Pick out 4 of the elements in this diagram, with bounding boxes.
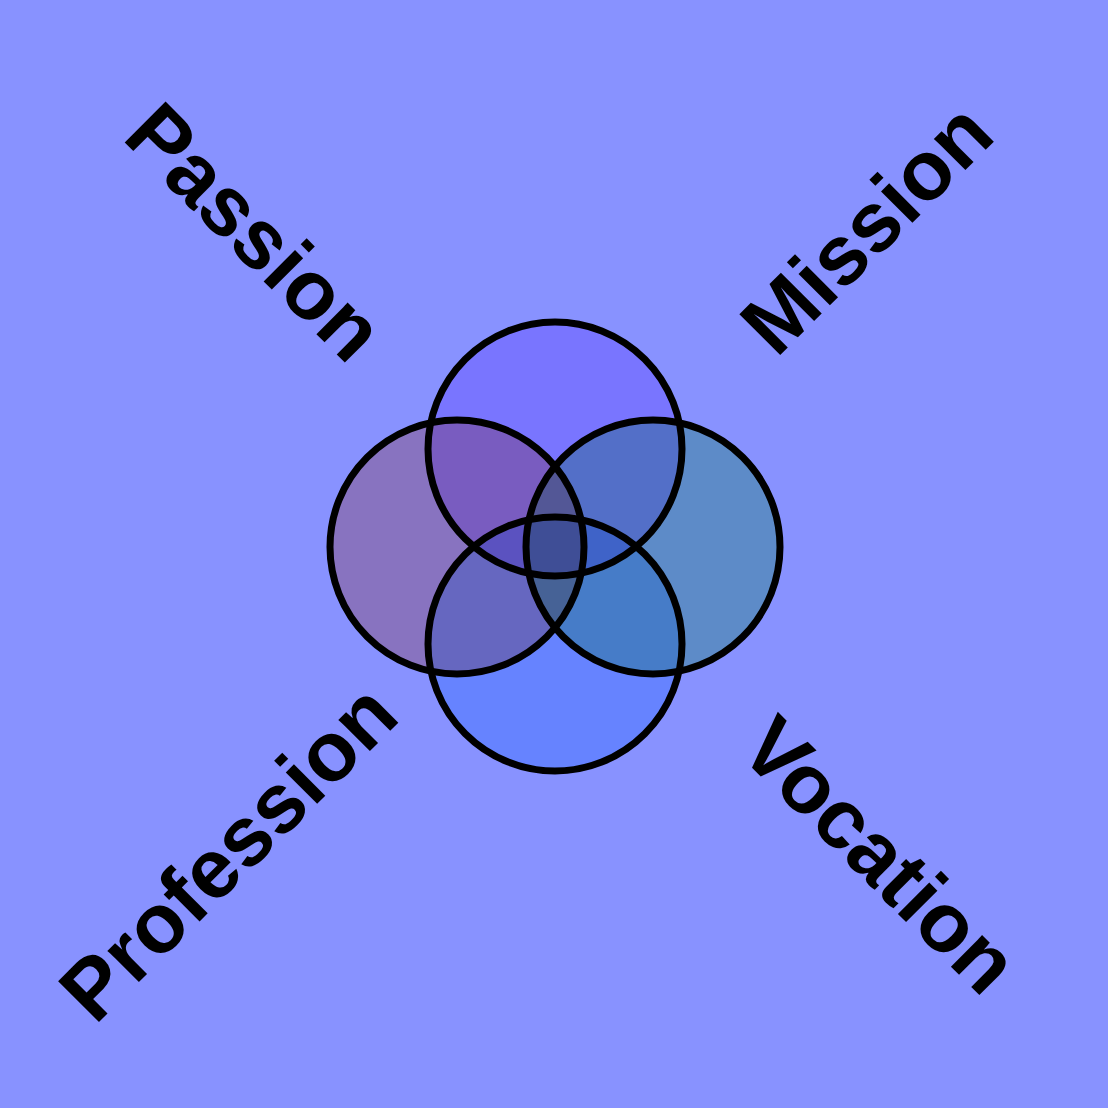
venn-circle (424, 318, 686, 580)
venn-circle (326, 416, 588, 678)
venn-circle (522, 416, 784, 678)
venn-circle (424, 513, 686, 775)
